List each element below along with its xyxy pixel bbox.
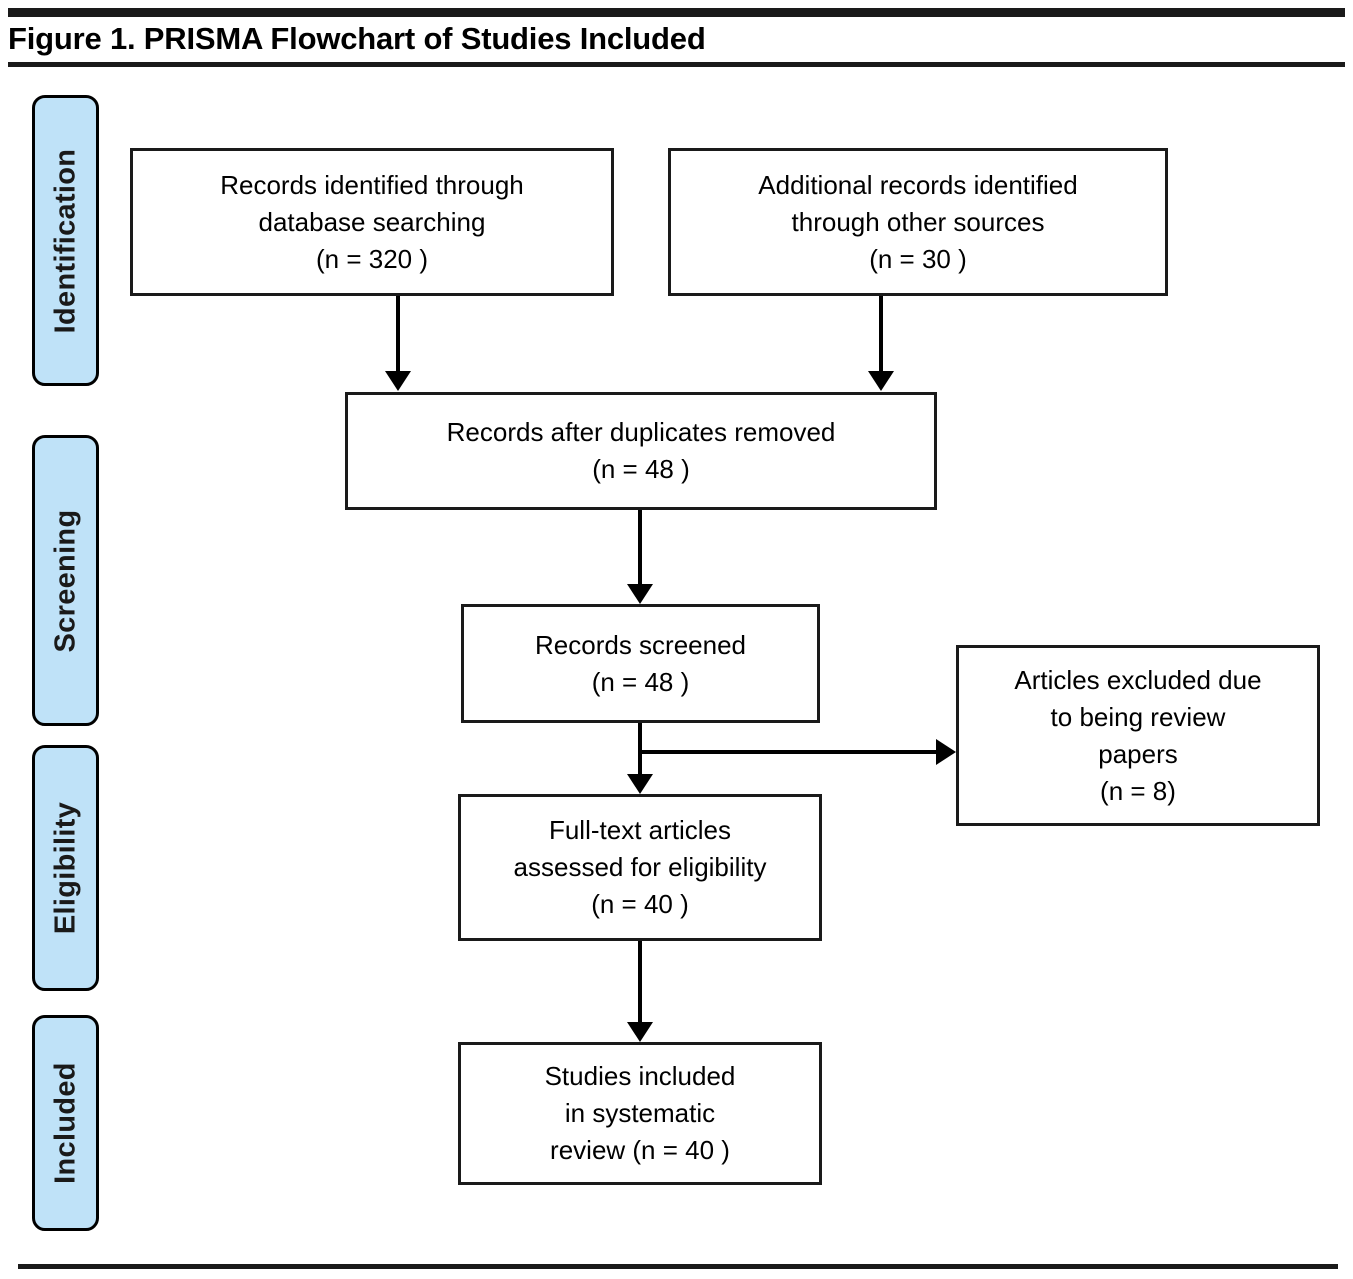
flow-box-additional-records-other-sources: Additional records identified through ot… xyxy=(668,148,1168,296)
connector-screened-to-excluded xyxy=(638,750,938,754)
arrowhead-fulltext-to-included xyxy=(627,1022,653,1042)
arrowhead-other-sources-to-duplicates xyxy=(868,371,894,391)
connector-other-sources-to-duplicates xyxy=(879,296,883,371)
stage-tab-eligibility: Eligibility xyxy=(32,745,99,991)
flow-box-records-after-duplicates-removed-text: Records after duplicates removed (n = 48… xyxy=(446,417,836,484)
flow-box-articles-excluded-text: Articles excluded due to being review pa… xyxy=(1014,664,1262,806)
flow-box-records-after-duplicates-removed: Records after duplicates removed (n = 48… xyxy=(345,392,937,510)
arrowhead-duplicates-to-screened xyxy=(627,584,653,604)
stage-tab-identification: Identification xyxy=(32,95,99,386)
flow-box-studies-included: Studies included in systematic review (n… xyxy=(458,1042,822,1185)
stage-tab-included: Included xyxy=(32,1015,99,1231)
flow-box-records-identified-database: Records identified through database sear… xyxy=(130,148,614,296)
connector-db-search-to-duplicates xyxy=(396,296,400,371)
flow-box-additional-records-other-sources-text: Additional records identified through ot… xyxy=(758,169,1078,274)
arrowhead-screened-to-fulltext xyxy=(627,774,653,794)
flow-box-records-identified-database-text: Records identified through database sear… xyxy=(220,169,524,274)
connector-screened-to-fulltext xyxy=(638,723,642,774)
flow-box-records-screened: Records screened (n = 48 ) xyxy=(461,604,820,723)
stage-tab-screening-label: Screening xyxy=(49,509,81,652)
connector-fulltext-to-included xyxy=(638,941,642,1022)
arrowhead-db-search-to-duplicates xyxy=(385,371,411,391)
arrowhead-screened-to-excluded xyxy=(936,739,956,765)
header-rule-under-title xyxy=(8,62,1345,67)
connector-duplicates-to-screened xyxy=(638,510,642,584)
stage-tab-eligibility-label: Eligibility xyxy=(49,801,81,935)
flow-box-full-text-assessed: Full-text articles assessed for eligibil… xyxy=(458,794,822,941)
footer-rule-bottom xyxy=(18,1264,1338,1269)
flow-box-full-text-assessed-text: Full-text articles assessed for eligibil… xyxy=(513,815,767,919)
stage-tab-identification-label: Identification xyxy=(49,148,81,333)
figure-title: Figure 1. PRISMA Flowchart of Studies In… xyxy=(8,21,706,56)
flow-box-studies-included-text: Studies included in systematic review (n… xyxy=(544,1061,736,1165)
stage-tab-screening: Screening xyxy=(32,435,99,726)
flow-box-records-screened-text: Records screened (n = 48 ) xyxy=(535,629,746,697)
flow-box-articles-excluded: Articles excluded due to being review pa… xyxy=(956,645,1320,826)
header-rule-top xyxy=(8,8,1345,17)
stage-tab-included-label: Included xyxy=(49,1062,81,1184)
